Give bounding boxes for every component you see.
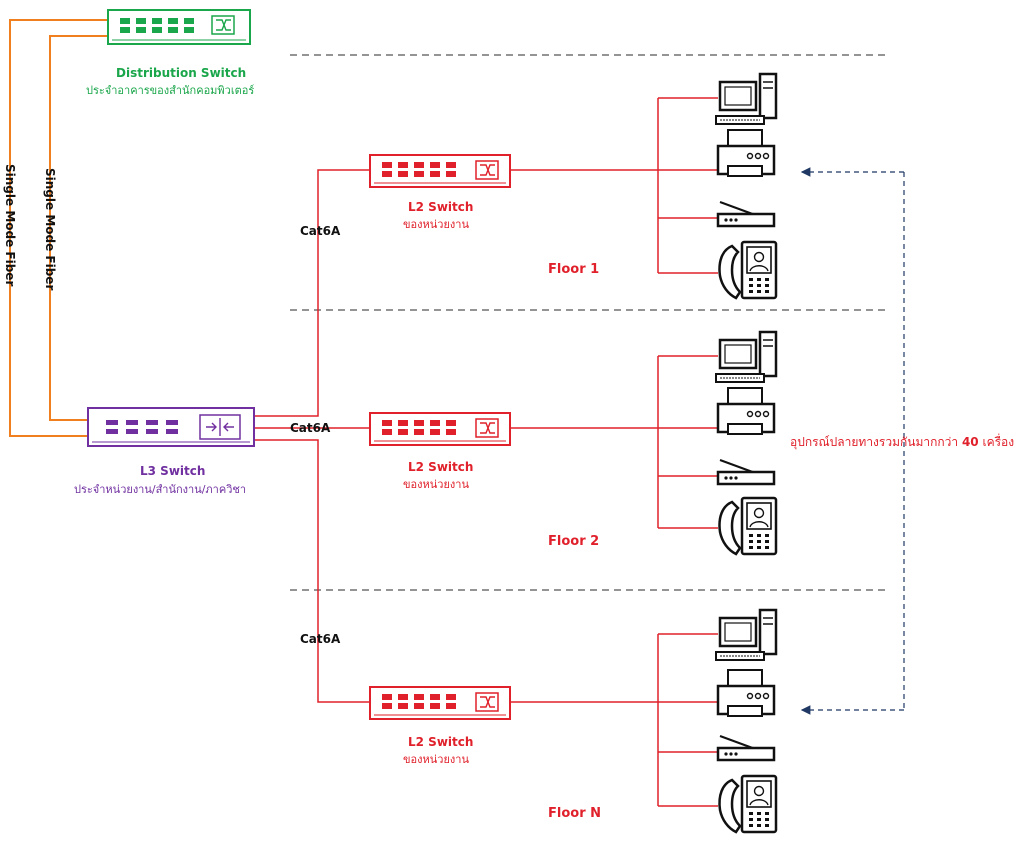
l2-switch-title-floor-n: L2 Switch [408,735,474,749]
router-icon [716,735,776,762]
l2-switch-subtitle-floor-1: ของหน่วยงาน [403,218,469,231]
l2-switch-icon [369,154,511,188]
ip-phone-icon [718,496,778,556]
router-icon [716,459,776,486]
endpoint-group-floor-n [715,608,778,834]
printer-icon [716,669,776,717]
uplink-floor-1 [254,169,370,417]
endpoint-count-bracket [800,167,905,715]
desktop-computer-icon [715,608,778,661]
distribution-switch-title: Distribution Switch [116,66,247,80]
router-icon [716,201,776,228]
cable-label-floor-n: Cat6A [300,632,341,646]
endpoint-count-note: อุปกรณ์ปลายทางรวมกันมากกว่า 40 เครื่อง [790,435,1015,449]
l2-switch-subtitle-floor-n: ของหน่วยงาน [403,753,469,766]
floor-label-n: Floor N [548,806,602,821]
distribution-switch-subtitle: ประจำอาคารของสำนักคอมพิวเตอร์ [86,84,255,97]
distribution-switch-icon [107,9,251,45]
l2-switch-title-floor-2: L2 Switch [408,460,474,474]
fiber-link-outer [9,19,108,437]
cable-label-floor-2: Cat6A [290,421,331,435]
l2-switch-icon [369,412,511,446]
endpoint-group-floor-2 [715,330,778,556]
l3-switch-subtitle: ประจำหน่วยงาน/สำนักงาน/ภาควิชา [74,483,247,496]
l2-switch-title-floor-1: L2 Switch [408,200,474,214]
copper-uplinks [254,169,370,703]
l2-switch-icon [369,686,511,720]
uplink-floor-n [254,439,370,703]
fiber-label-inner: Single Mode Fiber [43,168,57,291]
fiber-links [9,19,108,437]
cable-label-floor-1: Cat6A [300,224,341,238]
endpoint-group-floor-1 [715,72,778,300]
ip-phone-icon [718,240,778,300]
endpoint-links [510,97,718,807]
l2-switch-subtitle-floor-2: ของหน่วยงาน [403,478,469,491]
printer-icon [716,387,776,435]
floor-label-1: Floor 1 [548,262,600,277]
ip-phone-icon [718,774,778,834]
desktop-computer-icon [715,72,778,125]
desktop-computer-icon [715,330,778,383]
floor-label-2: Floor 2 [548,534,600,549]
printer-icon [716,129,776,177]
fiber-link-inner [49,35,108,421]
l3-switch-icon [87,407,255,447]
l3-switch-title: L3 Switch [140,464,206,478]
floor-separators [290,54,885,591]
fiber-label-outer: Single Mode Fiber [3,164,17,287]
